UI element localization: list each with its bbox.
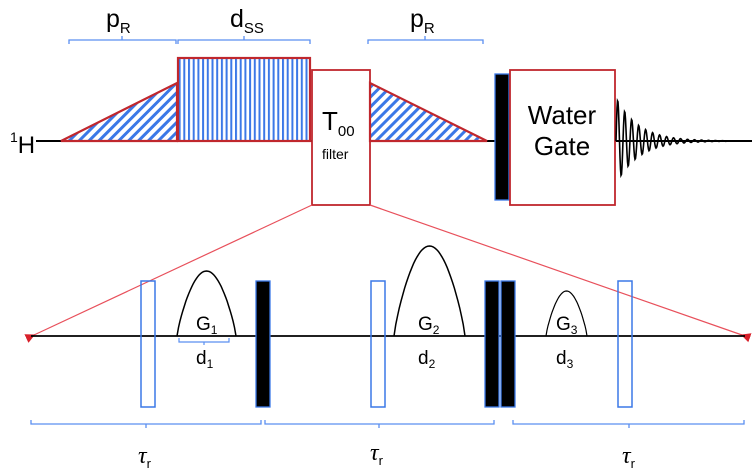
label-dss: dSS — [230, 5, 264, 37]
filled-pulse-2 — [484, 280, 500, 408]
water-gate-box — [509, 69, 616, 206]
label-d2: d2 — [418, 348, 436, 371]
label-g2: G2 — [418, 314, 440, 337]
label-pr-1: pR — [106, 5, 131, 37]
label-g1: G1 — [196, 314, 218, 337]
brace-tau-1 — [30, 420, 262, 428]
ramp-up-pulse — [60, 81, 179, 143]
gradient-pulse-2 — [393, 245, 466, 337]
brace-pr-2 — [367, 36, 484, 44]
label-tau-3: τr — [622, 443, 636, 471]
open-pulse-3 — [617, 280, 633, 408]
brace-dss — [177, 36, 311, 44]
t00-label: T00 — [322, 106, 355, 140]
brace-pr-1 — [68, 36, 177, 44]
ramp-down-pulse — [368, 81, 488, 143]
zoom-line-left — [24, 204, 313, 343]
brace-d1 — [178, 338, 230, 345]
gradient-pulse-3 — [545, 290, 588, 337]
open-pulse-2 — [370, 280, 386, 408]
label-d1: d1 — [196, 348, 214, 371]
dss-block — [176, 56, 312, 143]
hard-pulse-90 — [494, 73, 510, 201]
brace-tau-2 — [264, 420, 495, 428]
filled-pulse-1 — [255, 280, 271, 408]
filled-pulse-3 — [500, 280, 516, 408]
label-pr-2: pR — [410, 5, 435, 37]
label-g3: G3 — [556, 314, 578, 337]
water-gate-line2: Gate — [534, 131, 590, 161]
brace-tau-3 — [512, 420, 745, 428]
water-gate-line1: Water — [528, 100, 597, 130]
zoom-line-right — [369, 204, 752, 343]
fid-signal — [615, 97, 753, 179]
channel-label: 1H — [10, 129, 35, 159]
label-tau-1: τr — [138, 443, 152, 471]
filter-caption: filter — [322, 146, 349, 162]
gradient-pulse-1 — [176, 270, 237, 337]
label-tau-2: τr — [370, 440, 384, 468]
open-pulse-1 — [140, 280, 156, 408]
label-d3: d3 — [556, 348, 574, 371]
